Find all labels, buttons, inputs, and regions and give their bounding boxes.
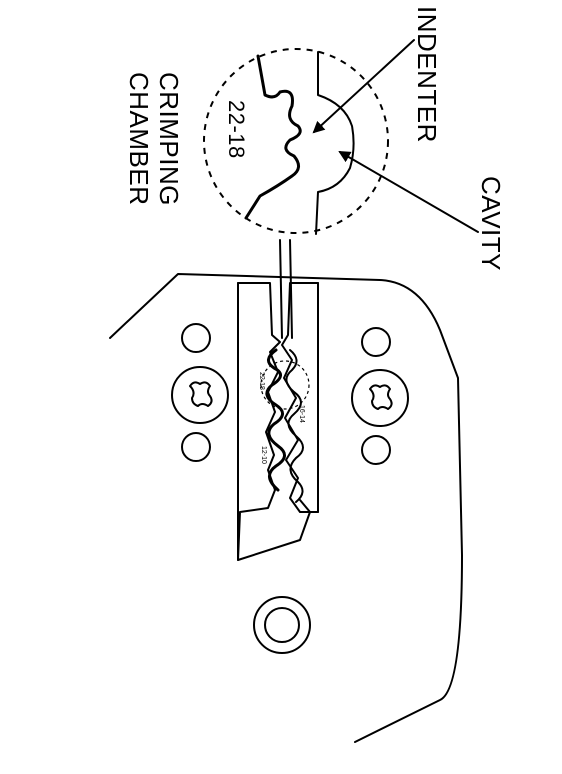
callout-line-left xyxy=(279,239,283,339)
lower-screw-cross-icon xyxy=(369,384,393,410)
upper-pin-hole-bottom xyxy=(181,432,211,462)
jaw-detail-circle xyxy=(260,360,310,410)
lower-screw-ring xyxy=(351,369,409,427)
cavity-label: CAVITY xyxy=(476,176,506,271)
pivot-bolt-inner xyxy=(264,607,300,643)
chamber-label: CHAMBER xyxy=(124,72,154,206)
upper-screw-ring xyxy=(171,366,229,424)
lower-pin-hole-top xyxy=(361,327,391,357)
lower-pin-hole-bottom xyxy=(361,435,391,465)
crimp-die-profile-upper xyxy=(265,348,286,492)
tool-body-outline xyxy=(109,273,463,743)
upper-screw-cross-icon xyxy=(189,381,213,407)
die-mark-lower: 12-10 xyxy=(260,446,267,464)
pivot-bolt-outer xyxy=(253,596,311,654)
crimping-chamber-magnifier xyxy=(203,48,389,234)
upper-pin-hole-top xyxy=(181,323,211,353)
die-mark-upper: 22-18 xyxy=(258,372,265,390)
magnified-cavity-profile xyxy=(315,51,355,235)
callout-line-right xyxy=(289,239,293,339)
gauge-range-label: 22-18 xyxy=(224,100,249,159)
cavity-arrow xyxy=(338,150,479,233)
crimp-die-profile-lower xyxy=(285,349,304,503)
indenter-arrow xyxy=(312,39,415,134)
indenter-label: INDENTER xyxy=(412,6,442,143)
upper-jaw xyxy=(237,282,311,561)
die-mark-middle: 16-14 xyxy=(298,405,305,423)
crimping-label: CRIMPING xyxy=(154,72,184,206)
magnified-indenter-profile xyxy=(244,54,302,220)
